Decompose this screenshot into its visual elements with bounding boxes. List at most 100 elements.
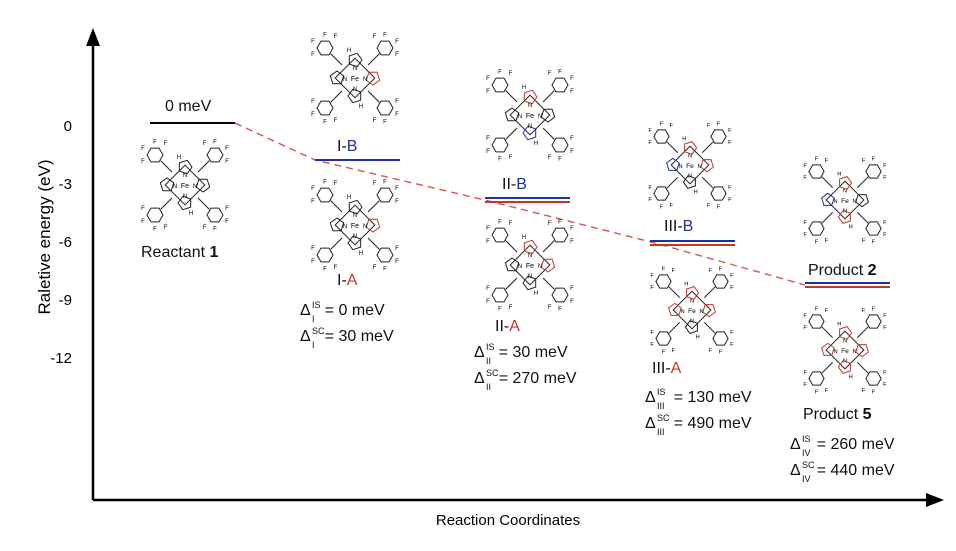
reactant-name: Reactant [141,244,206,261]
label-II-A: II-A [495,318,520,336]
fluorine-label: F [548,71,552,77]
hydrogen-label: H [682,136,686,142]
bond [668,321,681,334]
fluorine-label: F [498,307,502,313]
nitrogen-label: N [183,194,187,200]
fluorine-label: F [164,141,168,147]
fluorine-label: F [486,286,490,292]
nitrogen-label: N [528,124,532,130]
ring [522,125,537,141]
ring [655,331,672,346]
ytick-6: -6 [59,234,72,251]
iron-label: Fe [181,183,189,190]
product-2-number: 2 [867,262,877,279]
ring [653,129,670,144]
fluorine-label: F [373,118,377,124]
nitrogen-label: N [833,199,837,205]
ring [329,217,345,232]
fluorine-label: F [373,265,377,271]
label-II-A-letter: A [509,318,520,335]
label-III-B-roman: III- [664,218,683,235]
fluorine-label: F [558,70,562,76]
x-axis-arrow [926,493,944,507]
fluorine-label: F [872,239,876,245]
nitrogen-label: N [697,164,701,170]
fluorine-label: F [311,99,315,105]
fluorine-label: F [825,238,829,244]
ring [837,210,851,224]
ring [523,239,538,255]
bond [703,321,716,334]
fluorine-label: F [883,220,887,226]
nitrogen-label: N [852,349,856,355]
nitrogen-label: N [353,234,357,240]
label-III-B: III-B [664,218,693,236]
label-I-B-letter: B [346,138,358,155]
fluorine-label: F [670,123,674,129]
fluorine-label: F [717,204,721,210]
fluorine-label: F [570,149,574,155]
bond [856,176,869,189]
iron-label: Fe [351,76,359,83]
hydrogen-label: H [684,281,688,287]
bond [330,53,343,66]
fluorine-label: F [815,239,819,245]
fluorine-label: F [334,181,338,187]
fluorine-label: F [486,299,490,305]
fluorine-label: F [648,128,652,134]
fluorine-label: F [570,239,574,245]
ring [666,157,680,171]
fluorine-label: F [486,239,490,245]
core [164,164,206,206]
fluorine-label: F [498,70,502,76]
ring [682,175,696,189]
fluorine-label: F [311,186,315,192]
ring [821,192,835,206]
bond [367,90,380,103]
label-II-B-letter: B [516,176,527,193]
fluorine-label: F [548,221,552,227]
ring [855,194,869,208]
ring [365,71,381,86]
fluorine-label: F [883,325,887,331]
fluorine-label: F [164,225,168,231]
fluorine-label: F [323,33,327,39]
label-I-A: I-A [337,272,357,290]
nitrogen-label: N [688,173,692,179]
ring [159,177,175,192]
fluorine-label: F [153,140,157,146]
ring [686,286,700,300]
label-III-A: III-A [652,360,681,378]
reactant-energy-label: 0 meV [165,98,212,115]
iron-label: Fe [688,308,696,315]
fluorine-label: F [883,313,887,319]
fluorine-label: F [662,267,666,273]
fluorine-label: F [558,307,562,313]
ring [348,199,363,215]
fluorine-label: F [383,33,387,39]
ring [376,247,394,263]
nitrogen-label: N [528,103,532,109]
fluorine-label: F [323,267,327,273]
fluorine-label: F [872,157,876,163]
ring [655,274,672,289]
y-axis-label: Raletive energy (eV) [35,160,54,315]
nitrogen-label: N [353,87,357,93]
fluorine-label: F [373,34,377,40]
core [509,244,551,286]
hydrogen-label: H [522,85,526,91]
ring [551,137,569,153]
nitrogen-label: N [343,224,347,230]
ring [347,88,362,104]
fluorine-label: F [872,307,876,313]
fluorine-label: F [728,185,732,191]
ring [837,360,851,374]
